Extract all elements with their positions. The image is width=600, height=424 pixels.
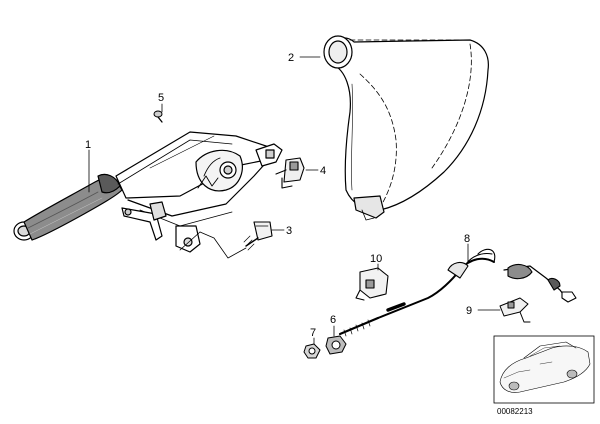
screw-5 [153, 110, 163, 123]
adjuster-nut-6 [325, 335, 347, 355]
callout-3: 3 [286, 225, 292, 237]
callout-4: 4 [320, 165, 326, 177]
clamp-10 [355, 267, 389, 301]
callout-7: 7 [310, 327, 316, 339]
leader-lines [88, 56, 501, 345]
vehicle-thumbnail [493, 335, 595, 404]
hex-bolt-3 [243, 221, 273, 251]
clip-4 [275, 157, 305, 189]
callout-2: 2 [288, 52, 294, 64]
callout-1: 1 [85, 139, 91, 151]
callout-10: 10 [370, 253, 382, 265]
nut-7 [303, 343, 321, 359]
callout-8: 8 [464, 233, 470, 245]
callout-6: 6 [330, 314, 336, 326]
handbrake-lever [13, 131, 283, 253]
document-number: 00082213 [497, 407, 533, 416]
callout-9: 9 [466, 305, 472, 317]
lever-boot [323, 35, 489, 221]
callout-5: 5 [158, 92, 164, 104]
cable-bracket-9 [499, 297, 531, 323]
